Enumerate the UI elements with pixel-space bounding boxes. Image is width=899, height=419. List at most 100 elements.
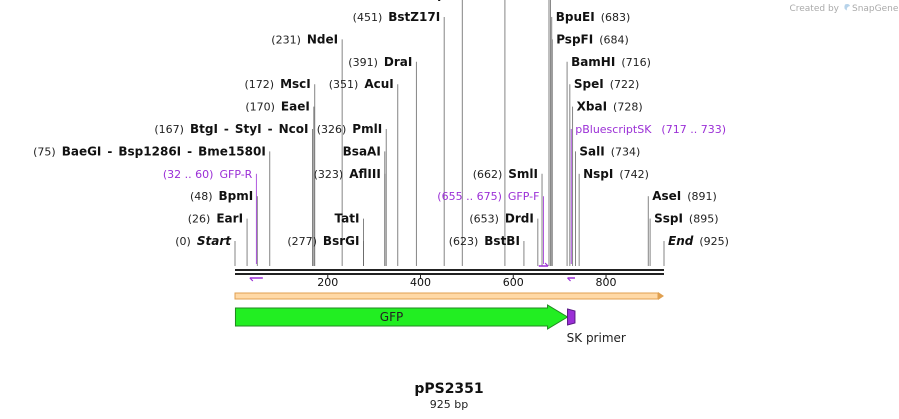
site-name: BsaAI [343, 144, 381, 158]
site-label-afliii: (323) AflIII [314, 167, 381, 181]
site-position: (653) [469, 213, 499, 226]
site-position: (662) [473, 168, 503, 181]
map-length: 925 bp [430, 398, 468, 411]
site-name: PspFI [556, 32, 593, 46]
site-label-bsrgi: (277) BsrGI [287, 234, 359, 248]
site-name: SpeI [574, 77, 604, 91]
ruler-tick-label-600: 600 [503, 276, 524, 289]
site-name: SalI [579, 144, 604, 158]
site-label-sspi: SspI (895) [654, 212, 718, 226]
primer-range: (32 .. 60) [163, 168, 214, 181]
feature-label-sk-primer: SK primer [567, 331, 626, 345]
site-label-start: (0) Start [175, 234, 232, 248]
site-position: (684) [599, 33, 629, 46]
ruler-tick-label-800: 800 [596, 276, 617, 289]
site-label-xbai: XbaI(728) [577, 100, 643, 114]
orf-arrowhead [658, 292, 664, 300]
site-position: (326) [317, 123, 347, 136]
site-name: HpaI [427, 0, 458, 2]
site-name: NdeI [307, 32, 338, 46]
site-name: - [598, 0, 603, 2]
site-label-sali: SalI (734) [579, 144, 640, 158]
site-position: (716) [621, 56, 651, 69]
site-name: NcoI [279, 122, 309, 136]
orf-bar [234, 292, 659, 300]
site-label-asei: AseI (891) [652, 189, 717, 203]
site-name: BsrGI [323, 234, 360, 248]
site-label-drai: (391)DraI [348, 55, 412, 69]
site-position: (323) [314, 168, 344, 181]
snapgene-brand: Created by SnapGene [789, 4, 899, 14]
primer-name: GFP-R [219, 168, 252, 181]
site-label-pspfi: PspFI (684) [556, 32, 629, 46]
primer-arrowhead-gfp-f [544, 262, 549, 267]
site-name: EarI [216, 212, 243, 226]
site-name: MscI [280, 77, 311, 91]
ruler-tick-label-200: 200 [317, 276, 338, 289]
site-label-smli: (662)SmlI [473, 167, 538, 181]
site-name: DrdI [505, 212, 534, 226]
site-name: AcuI [364, 77, 393, 91]
site-position: (623) [449, 235, 479, 248]
site-name: - [107, 144, 112, 158]
site-label-bamhi: BamHI(716) [571, 55, 651, 69]
site-position: (231) [271, 33, 301, 46]
primer-name: GFP-F [508, 190, 540, 203]
site-name: StyI [235, 122, 262, 136]
brand-name: SnapGene [852, 4, 899, 14]
site-name: DraI [384, 55, 412, 69]
primer-label-gfp-r: (32 .. 60) GFP-R [163, 168, 253, 181]
site-name: EaeI [281, 100, 310, 114]
site-position: (734) [611, 145, 641, 158]
site-position: (170) [245, 101, 275, 114]
site-name: BstBI [484, 234, 520, 248]
ruler-tick-label-400: 400 [410, 276, 431, 289]
site-name: Start [197, 234, 232, 248]
site-position: (925) [699, 235, 729, 248]
site-position: (680) [654, 0, 684, 2]
site-label-nspi: NspI (742) [583, 167, 649, 181]
site-position: (451) [353, 11, 383, 24]
site-position: (490) [391, 0, 421, 2]
site-name: - [224, 122, 229, 136]
site-label-hpai: (490) HpaI [391, 0, 458, 2]
site-name: Bsp1286I [118, 144, 181, 158]
site-position: (0) [175, 235, 191, 248]
site-position: (895) [689, 213, 719, 226]
primer-label-gfp-f: (655 .. 675) GFP-F [437, 190, 539, 203]
site-name: BtgI [190, 122, 218, 136]
site-position: (48) [190, 190, 213, 203]
site-name: TatI [335, 212, 360, 226]
site-name: NspI [583, 167, 613, 181]
feature-arrow-gfp [234, 304, 569, 330]
site-name: PmlI [352, 122, 382, 136]
site-name: BpuEI [556, 10, 595, 24]
site-label-bpmi: (48)BpmI [190, 189, 253, 203]
primer-range: (655 .. 675) [437, 190, 502, 203]
site-label-bseyi-alwni: BseYI-AlwNI(680) [554, 0, 683, 2]
primer-range: (717 .. 733) [661, 123, 726, 136]
site-label-baegi-bsp1286i-bme1580i: (75)BaeGI-Bsp1286I-Bme1580I [33, 144, 266, 158]
site-position: (891) [687, 190, 717, 203]
site-position: (728) [613, 101, 643, 114]
site-name: - [268, 122, 273, 136]
site-position: (26) [188, 213, 211, 226]
feature-label-gfp: GFP [380, 310, 403, 324]
site-name: AflIII [349, 167, 381, 181]
site-label-bstz17i: (451)BstZ17I [353, 10, 440, 24]
site-position: (277) [287, 235, 317, 248]
site-position: (742) [619, 168, 649, 181]
site-label-drdi: (653) DrdI [469, 212, 534, 226]
site-label-pmli: (326) PmlI [317, 122, 382, 136]
site-name: SspI [654, 212, 683, 226]
primer-arrowhead-pbluescriptsk [567, 277, 571, 282]
feature-arrow-sk-primer [567, 308, 576, 326]
site-label-eari: (26) EarI [188, 212, 243, 226]
site-label-bsaai: BsaAI [343, 144, 381, 158]
site-label-msci: (172) MscI [245, 77, 311, 91]
site-position: (172) [245, 78, 275, 91]
site-label-spei: SpeI(722) [574, 77, 639, 91]
site-position: (351) [329, 78, 359, 91]
site-label-end: End(925) [668, 234, 729, 248]
site-name: AseI [652, 189, 681, 203]
